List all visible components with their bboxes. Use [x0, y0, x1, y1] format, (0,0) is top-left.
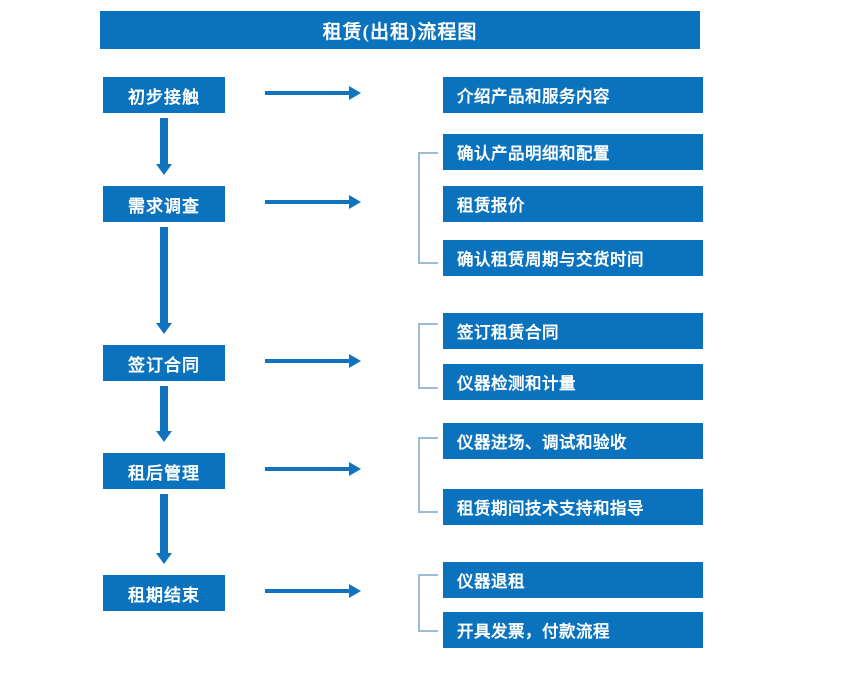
task-box-tech-support-guidance[interactable]: 租赁期间技术支持和指导 [443, 489, 703, 525]
arrow-head-icon [349, 584, 361, 598]
stage-box-post-rental-mgmt[interactable]: 租后管理 [103, 453, 225, 489]
right-arrow-end-to-tasks [265, 584, 361, 598]
right-arrow-contract-to-tasks [265, 354, 361, 368]
task-box-instrument-return[interactable]: 仪器退租 [443, 562, 703, 598]
arrow-shaft [265, 359, 351, 363]
group-bracket-lease-end [418, 574, 438, 632]
right-arrow-survey-to-tasks [265, 195, 361, 209]
group-bracket-post-rental-mgmt [418, 437, 438, 513]
down-arrow-contract-to-mgmt [156, 386, 172, 442]
down-arrow-survey-to-contract [156, 227, 172, 334]
arrow-head-icon [156, 323, 172, 334]
task-box-confirm-period-delivery[interactable]: 确认租赁周期与交货时间 [443, 240, 703, 276]
arrow-head-icon [156, 553, 172, 564]
arrow-head-icon [349, 354, 361, 368]
task-box-entry-debug-acceptance[interactable]: 仪器进场、调试和验收 [443, 423, 703, 459]
task-box-instrument-test-measure[interactable]: 仪器检测和计量 [443, 364, 703, 400]
task-box-introduce-products[interactable]: 介绍产品和服务内容 [443, 77, 703, 113]
right-arrow-contact-to-tasks [265, 86, 361, 100]
arrow-head-icon [349, 462, 361, 476]
arrow-shaft [160, 494, 168, 553]
arrow-shaft [160, 386, 168, 431]
group-bracket-demand-survey [418, 152, 438, 264]
arrow-head-icon [156, 164, 172, 175]
page-title: 租赁(出租)流程图 [100, 11, 700, 49]
down-arrow-mgmt-to-end [156, 494, 172, 564]
arrow-shaft [265, 589, 351, 593]
stage-box-sign-contract[interactable]: 签订合同 [103, 345, 225, 381]
task-box-sign-rental-contract[interactable]: 签订租赁合同 [443, 313, 703, 349]
task-box-rental-quotation[interactable]: 租赁报价 [443, 186, 703, 222]
right-arrow-mgmt-to-tasks [265, 462, 361, 476]
stage-box-demand-survey[interactable]: 需求调查 [103, 186, 225, 222]
down-arrow-contact-to-survey [156, 118, 172, 175]
arrow-shaft [265, 467, 351, 471]
group-bracket-sign-contract [418, 323, 438, 389]
stage-box-initial-contact[interactable]: 初步接触 [103, 77, 225, 113]
arrow-head-icon [156, 431, 172, 442]
arrow-shaft [160, 118, 168, 164]
arrow-shaft [265, 91, 351, 95]
stage-box-lease-end[interactable]: 租期结束 [103, 575, 225, 611]
arrow-shaft [160, 227, 168, 323]
arrow-head-icon [349, 86, 361, 100]
arrow-head-icon [349, 195, 361, 209]
task-box-confirm-spec-config[interactable]: 确认产品明细和配置 [443, 134, 703, 170]
task-box-invoice-payment[interactable]: 开具发票，付款流程 [443, 612, 703, 648]
arrow-shaft [265, 200, 351, 204]
